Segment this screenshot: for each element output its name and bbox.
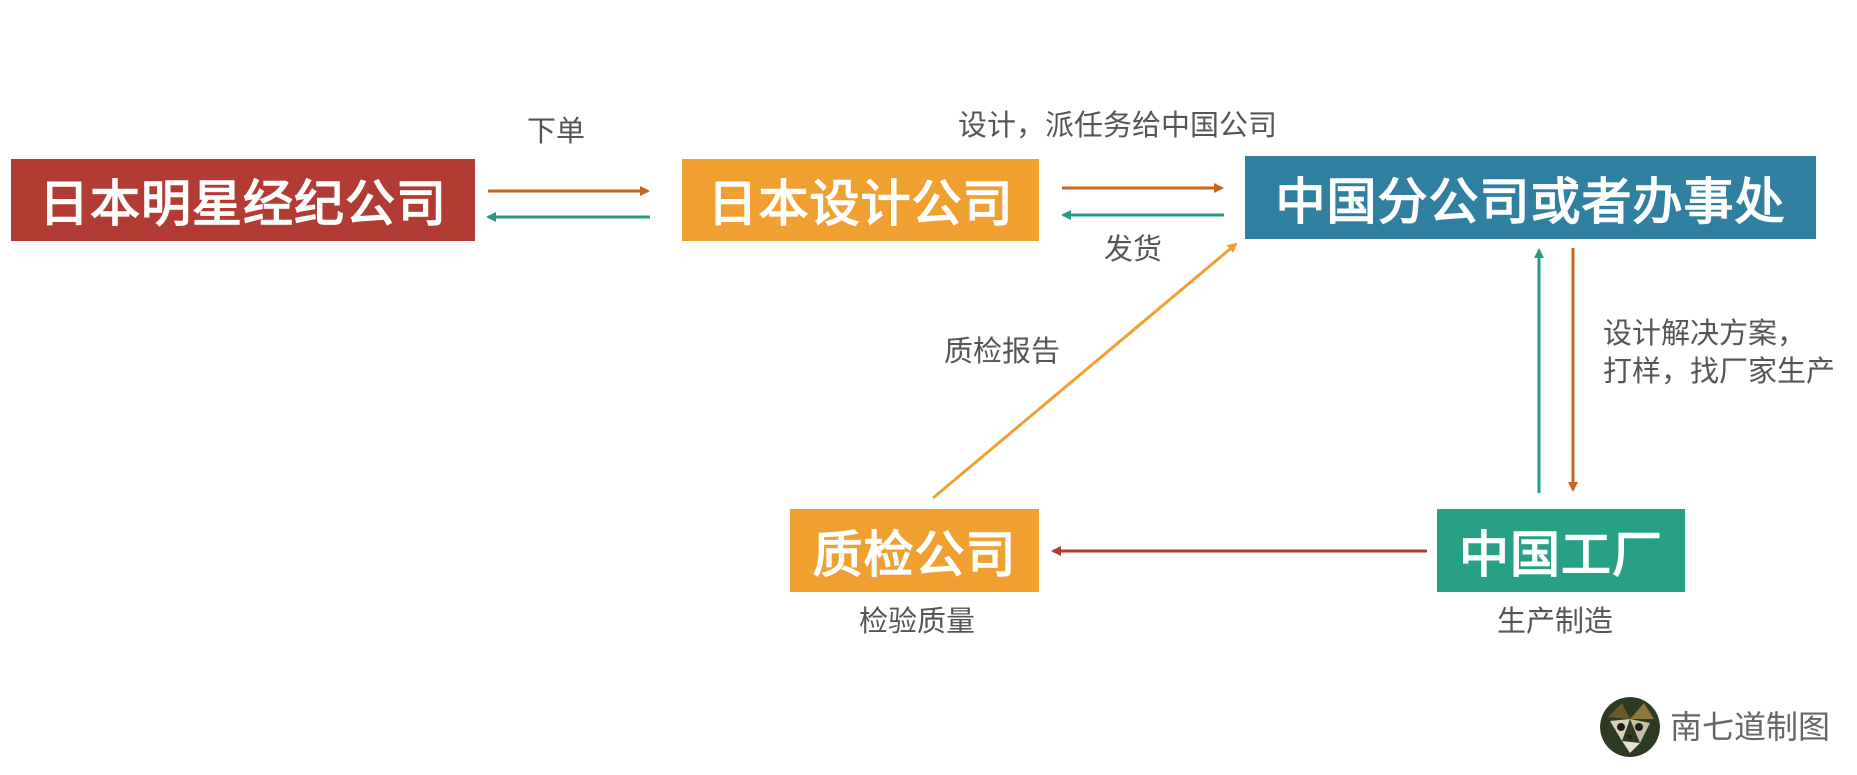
node-qc-company-label: 质检公司 [812,525,1017,584]
node-china-branch-office-label: 中国分公司或者办事处 [1275,172,1786,231]
node-japan-design-company-label: 日本设计公司 [707,175,1014,233]
node-china-factory-label: 中国工厂 [1459,525,1663,584]
watermark-text: 南七道制图 [1670,708,1831,746]
edge-label-solution-line1: 设计解决方案， [1603,316,1807,350]
node-japan-design-company: 日本设计公司 [682,159,1039,241]
node-china-factory: 中国工厂 [1437,509,1685,592]
caption-factory-manufacture: 生产制造 [1497,604,1614,638]
edge-label-order: 下单 [527,114,586,148]
edge-label-design-assign: 设计，派任务给中国公司 [958,108,1278,142]
arrow-qc-to-office [932,242,1238,500]
edge-label-ship: 发货 [1104,232,1163,266]
node-qc-company: 质检公司 [790,509,1039,592]
edge-label-solution-line2: 打样，找厂家生产 [1603,354,1836,388]
node-japan-star-agency-label: 日本明星经纪公司 [39,175,447,233]
node-japan-star-agency: 日本明星经纪公司 [11,159,475,241]
node-china-branch-office: 中国分公司或者办事处 [1245,156,1816,239]
panda-icon [1600,697,1660,757]
edge-label-qc-report: 质检报告 [944,334,1061,368]
caption-qc-inspect-quality: 检验质量 [859,604,976,638]
